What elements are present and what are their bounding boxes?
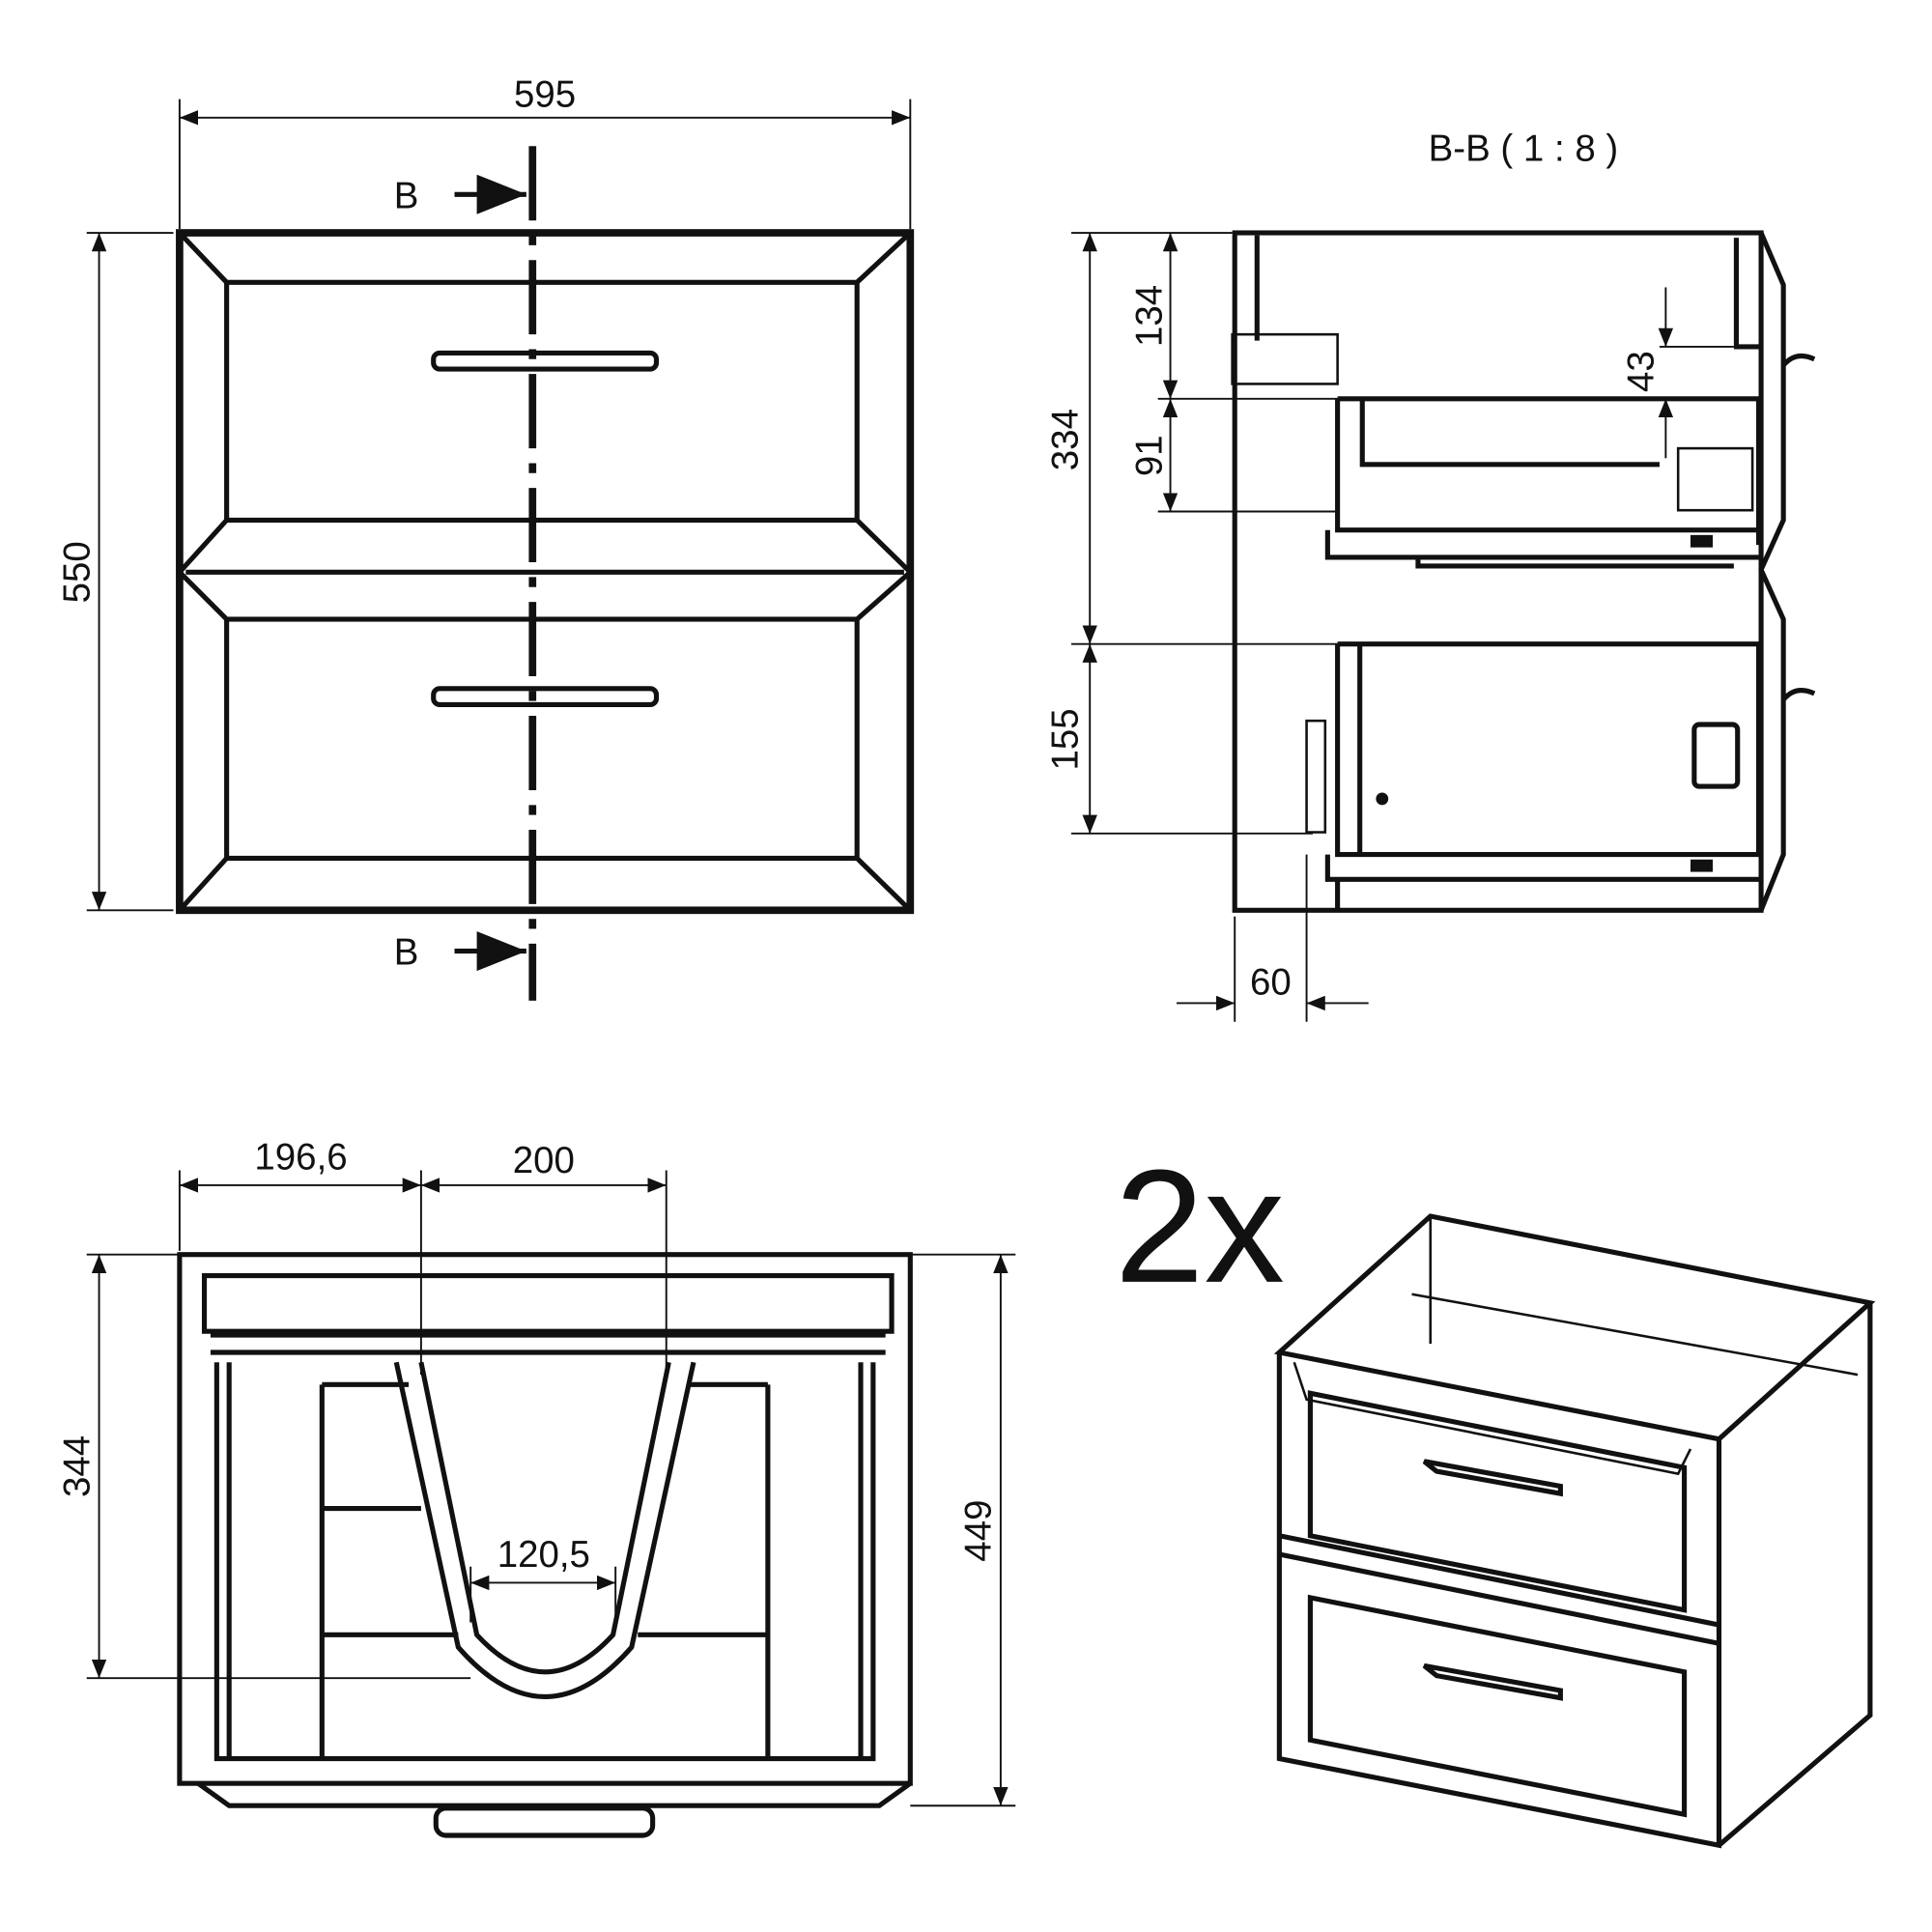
handle [433,1805,656,1838]
dim-lower: 155 [1044,708,1086,770]
section-mark-bottom: B [394,932,419,974]
top-drawer-panel [224,279,860,524]
top-view-outline [177,1252,913,1786]
section-title: B-B ( 1 : 8 ) [1429,128,1619,170]
siphon-cutout [393,1361,696,1699]
section-view: B-B ( 1 : 8 ) 334 155 134 91 43 60 [1044,128,1816,1022]
section-mark-top: B [394,175,419,216]
width-dimension: 595 [514,73,576,115]
dim-gap: 91 [1129,435,1171,476]
quantity-label: 2x [1115,1137,1285,1317]
iso-top-drawer [1307,1390,1688,1613]
dim-depth-total: 449 [958,1500,1000,1562]
iso-view: 2x [1115,1137,1876,1849]
bottom-drawer-handle [431,686,660,708]
dim-depth: 60 [1250,961,1292,1003]
top-view: 196,6 200 120,5 344 449 [56,1136,1016,1838]
dim-offset: 43 [1621,351,1662,392]
dim-left: 196,6 [254,1136,347,1178]
dim-depth-inner: 344 [56,1435,98,1497]
top-drawer-handle [431,350,660,372]
front-view: B B 595 550 [56,73,915,1001]
dim-center: 200 [513,1140,575,1181]
hinge-fitting [1231,332,1339,385]
dim-cutout: 120,5 [497,1534,590,1576]
height-dimension: 550 [56,541,98,603]
dim-top: 134 [1129,285,1171,347]
bottom-drawer-panel [224,616,860,862]
dim-total: 334 [1044,409,1086,470]
iso-bottom-drawer [1307,1594,1688,1818]
